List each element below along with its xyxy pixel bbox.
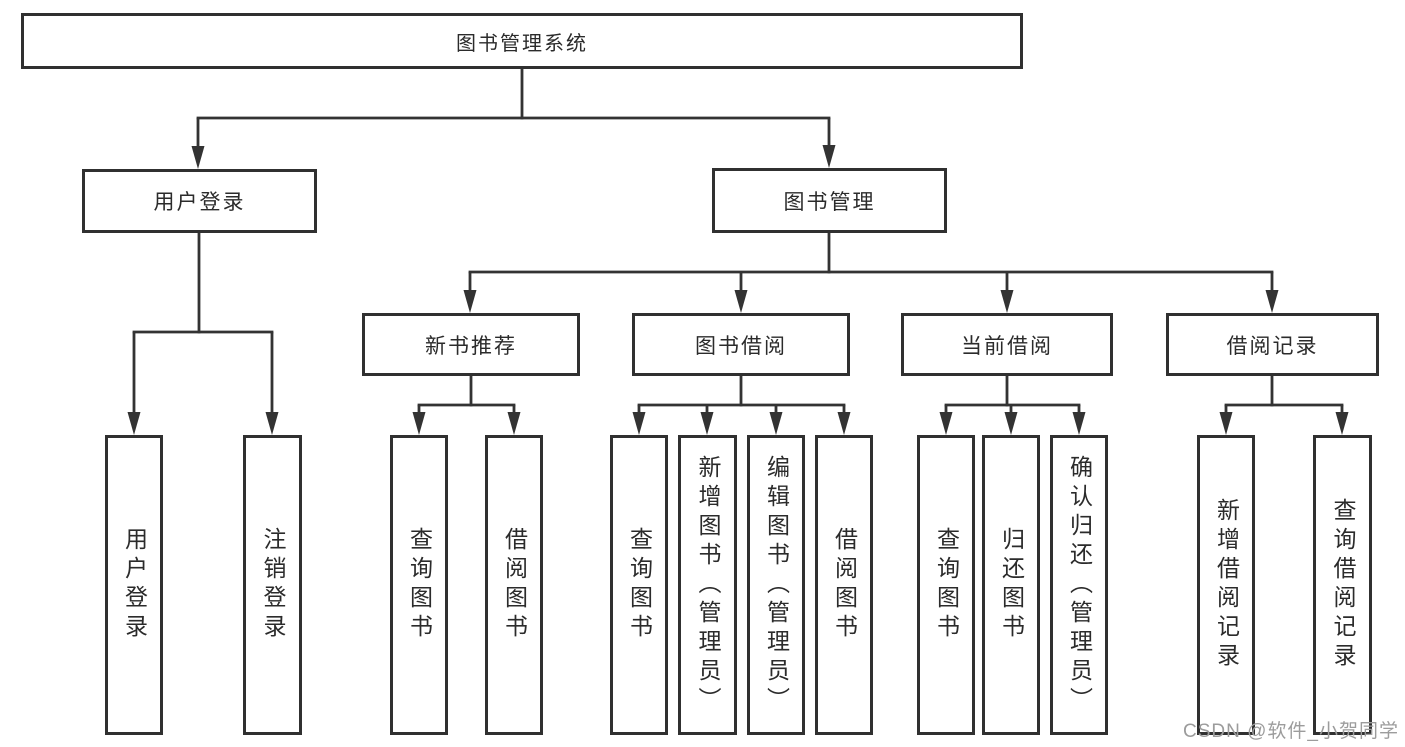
node-root-label: 图书管理系统 [456, 32, 588, 55]
arrowhead-icon [837, 412, 851, 435]
leaf-query-borrow-record: 查询借阅记录 [1313, 435, 1372, 735]
node-new-book-recommend: 新书推荐 [362, 313, 580, 376]
leaf-logout-label: 注销登录 [260, 527, 286, 643]
arrowhead-icon [127, 412, 141, 435]
csdn-watermark: CSDN @软件_小贺同学 [1183, 721, 1399, 742]
arrowhead-icon [191, 146, 205, 169]
node-user-login-group-label: 用户登录 [153, 191, 246, 214]
leaf-add-borrow-record-label: 新增借阅记录 [1213, 498, 1240, 672]
arrowhead-icon [939, 412, 953, 435]
leaf-query-books-3-label: 查询图书 [933, 527, 960, 643]
node-current-borrow-label: 当前借阅 [961, 334, 1053, 358]
node-book-management: 图书管理 [712, 168, 947, 233]
arrowhead-icon [1265, 290, 1279, 313]
node-book-borrow: 图书借阅 [632, 313, 850, 376]
leaf-add-borrow-record: 新增借阅记录 [1197, 435, 1255, 735]
leaf-borrow-books-1-label: 借阅图书 [501, 527, 528, 643]
arrowhead-icon [769, 412, 783, 435]
arrowhead-icon [1072, 412, 1086, 435]
node-user-login-group: 用户登录 [82, 169, 317, 233]
leaf-user-login-label: 用户登录 [121, 527, 148, 643]
node-current-borrow: 当前借阅 [901, 313, 1113, 376]
node-book-management-label: 图书管理 [783, 190, 876, 214]
arrowhead-icon [632, 412, 646, 435]
leaf-add-books-admin-label: 新增图书（管理员） [695, 454, 721, 716]
arrowhead-icon [1004, 412, 1018, 435]
node-new-book-recommend-label: 新书推荐 [425, 334, 517, 358]
leaf-query-books-2-label: 查询图书 [626, 527, 653, 643]
leaf-borrow-books-1: 借阅图书 [485, 435, 543, 735]
leaf-query-books-2: 查询图书 [610, 435, 668, 735]
node-borrow-records-label: 借阅记录 [1226, 334, 1319, 358]
leaf-confirm-return-admin: 确认归还（管理员） [1050, 435, 1108, 735]
arrowhead-icon [507, 412, 521, 435]
arrowhead-icon [412, 412, 426, 435]
arrowhead-icon [463, 290, 477, 313]
leaf-query-books-1: 查询图书 [390, 435, 448, 735]
leaf-add-books-admin: 新增图书（管理员） [678, 435, 737, 735]
arrowhead-icon [700, 412, 714, 435]
leaf-edit-books-admin: 编辑图书（管理员） [747, 435, 805, 735]
leaf-query-books-1-label: 查询图书 [406, 527, 433, 643]
arrowhead-icon [1335, 412, 1349, 435]
leaf-query-borrow-record-label: 查询借阅记录 [1330, 498, 1356, 672]
node-borrow-records: 借阅记录 [1166, 313, 1379, 376]
leaf-borrow-books-2: 借阅图书 [815, 435, 873, 735]
arrowhead-icon [1000, 290, 1014, 313]
leaf-return-books: 归还图书 [982, 435, 1040, 735]
leaf-edit-books-admin-label: 编辑图书（管理员） [763, 454, 790, 716]
leaf-user-login: 用户登录 [105, 435, 163, 735]
leaf-borrow-books-2-label: 借阅图书 [831, 527, 858, 643]
node-root: 图书管理系统 [21, 13, 1023, 69]
leaf-logout: 注销登录 [243, 435, 302, 735]
leaf-confirm-return-admin-label: 确认归还（管理员） [1066, 454, 1093, 716]
node-book-borrow-label: 图书借阅 [695, 334, 787, 358]
arrowhead-icon [734, 290, 748, 313]
leaf-query-books-3: 查询图书 [917, 435, 975, 735]
arrowhead-icon [822, 145, 836, 168]
arrowhead-icon [265, 412, 279, 435]
arrowhead-icon [1219, 412, 1233, 435]
leaf-return-books-label: 归还图书 [998, 527, 1025, 643]
